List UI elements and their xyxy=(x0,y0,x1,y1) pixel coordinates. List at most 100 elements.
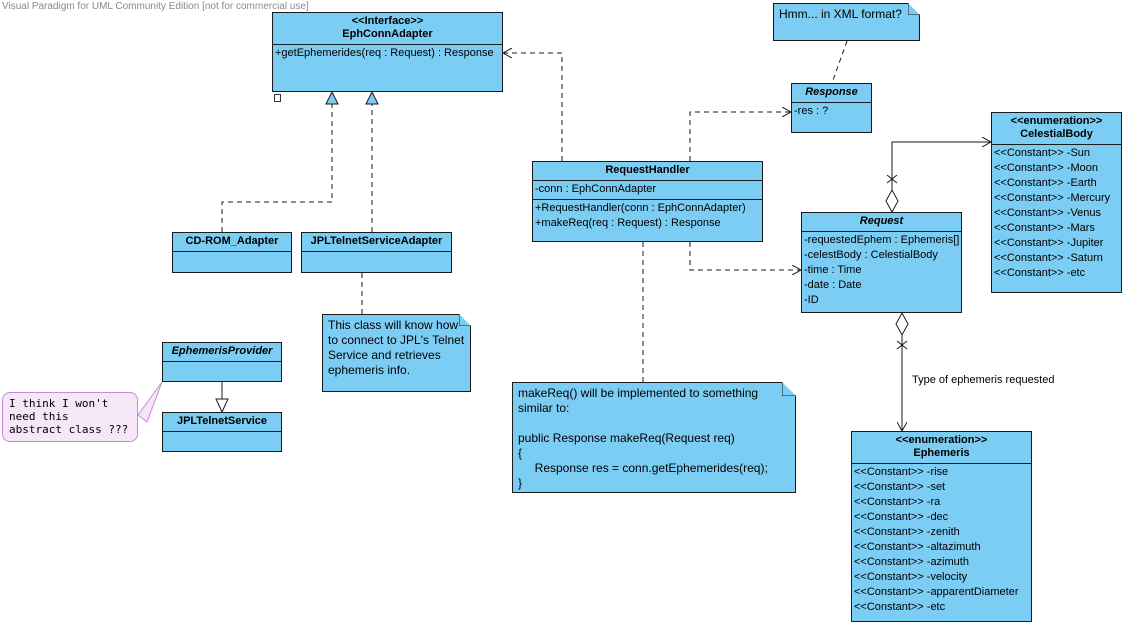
enum-literal: <<Constant>> -zenith xyxy=(854,526,960,538)
enum-literal: <<Constant>> -rise xyxy=(854,466,949,478)
enum-literal: <<Constant>> -apparentDiameter xyxy=(854,586,1019,598)
class-response[interactable]: Response -res : ? xyxy=(791,83,872,133)
note-fold-icon xyxy=(782,382,796,396)
attribute: -requestedEphem : Ephemeris[] xyxy=(804,234,960,246)
class-name: JPLTelnetServiceAdapter xyxy=(310,235,443,247)
class-header: EphemerisProvider xyxy=(163,343,281,362)
enum-literal: <<Constant>> -azimuth xyxy=(854,556,969,568)
stereotype-label: <<enumeration>> xyxy=(1010,115,1103,127)
class-name: Request xyxy=(859,215,904,227)
generalization-arrowhead xyxy=(215,398,229,414)
non-navigable-x-celestialbody xyxy=(886,174,898,184)
attribute: -date : Date xyxy=(804,279,862,291)
note-line xyxy=(518,416,790,431)
comment-bubble[interactable]: I think I won't need this abstract class… xyxy=(2,392,138,442)
literals-section: <<Constant>> -rise <<Constant>> -set <<C… xyxy=(852,464,1031,617)
attribute: -ID xyxy=(804,294,819,306)
class-requesthandler[interactable]: RequestHandler -conn : EphConnAdapter +R… xyxy=(532,161,763,242)
enum-literal: <<Constant>> -velocity xyxy=(854,571,968,583)
note-line: { xyxy=(518,446,523,460)
interface-marker-icon xyxy=(274,94,281,102)
class-ephemerisprovider[interactable]: EphemerisProvider xyxy=(162,342,282,382)
class-jpltelnetservice[interactable]: JPLTelnetService xyxy=(162,412,282,452)
class-celestialbody[interactable]: <<enumeration>> CelestialBody <<Constant… xyxy=(991,112,1122,293)
association-label-ephemeris: Type of ephemeris requested xyxy=(912,374,1055,386)
class-header: Request xyxy=(802,213,961,232)
class-header: JPLTelnetServiceAdapter xyxy=(302,233,451,252)
aggregation-diamond-ephemeris xyxy=(895,311,909,337)
note-line: Response res = conn.getEphemerides(req); xyxy=(518,461,768,475)
note-line: Service and retrieves xyxy=(328,348,441,362)
enum-literal: <<Constant>> -dec xyxy=(854,511,949,523)
class-name: RequestHandler xyxy=(605,164,690,176)
class-header: <<Interface>> EphConnAdapter xyxy=(273,13,502,45)
note-line: Hmm... in XML format? xyxy=(779,7,902,21)
note-line: similar to: xyxy=(518,401,570,415)
class-name: EphemerisProvider xyxy=(171,345,273,357)
dependency-requesthandler-request xyxy=(689,242,801,270)
class-request[interactable]: Request -requestedEphem : Ephemeris[] -c… xyxy=(801,212,962,313)
class-jpltelnetserviceadapter[interactable]: JPLTelnetServiceAdapter xyxy=(301,232,452,273)
enum-literal: <<Constant>> -etc xyxy=(994,267,1086,279)
class-name: Ephemeris xyxy=(913,447,970,459)
aggregation-diamond-celestialbody xyxy=(885,188,899,214)
class-name: CelestialBody xyxy=(1020,128,1093,140)
note-makereq[interactable]: makeReq() will be implemented to somethi… xyxy=(512,382,796,493)
note-telnet-adapter[interactable]: This class will know how to connect to J… xyxy=(322,314,471,392)
bubble-line: need this xyxy=(9,410,69,423)
enum-literal: <<Constant>> -etc xyxy=(854,601,946,613)
note-line: This class will know how xyxy=(328,318,459,332)
literals-section: <<Constant>> -Sun <<Constant>> -Moon <<C… xyxy=(992,145,1121,283)
class-name: CD-ROM_Adapter xyxy=(185,235,279,247)
operations-section: +RequestHandler(conn : EphConnAdapter) +… xyxy=(533,200,762,233)
attribute: -conn : EphConnAdapter xyxy=(535,183,657,195)
class-ephconnadapter[interactable]: <<Interface>> EphConnAdapter +getEphemer… xyxy=(272,12,503,92)
operation: +makeReq(req : Request) : Response xyxy=(535,217,721,229)
realization-arrowhead-cdrom xyxy=(325,90,339,105)
enum-literal: <<Constant>> -Saturn xyxy=(994,252,1103,264)
class-cdrom-adapter[interactable]: CD-ROM_Adapter xyxy=(172,232,292,273)
dependency-requesthandler-ephconnadapter xyxy=(503,53,563,161)
operation: +getEphemerides(req : Request) : Respons… xyxy=(275,47,494,59)
realization-arrowhead-jpltelnetadapter xyxy=(365,90,379,105)
enum-literal: <<Constant>> -Mercury xyxy=(994,192,1111,204)
attribute: -time : Time xyxy=(804,264,862,276)
attribute: -res : ? xyxy=(794,105,829,117)
class-ephemeris[interactable]: <<enumeration>> Ephemeris <<Constant>> -… xyxy=(851,431,1032,622)
note-xml-format[interactable]: Hmm... in XML format? xyxy=(773,3,920,41)
note-line: public Response makeReq(Request req) xyxy=(518,431,735,445)
stereotype-label: <<Interface>> xyxy=(351,15,424,27)
enum-literal: <<Constant>> -set xyxy=(854,481,946,493)
attributes-section: -requestedEphem : Ephemeris[] -celestBod… xyxy=(802,232,961,310)
enum-literal: <<Constant>> -altazimuth xyxy=(854,541,981,553)
stereotype-label: <<enumeration>> xyxy=(895,434,988,446)
comment-bubble-pointer xyxy=(137,381,163,423)
dependency-requesthandler-response xyxy=(689,112,791,161)
class-name: EphConnAdapter xyxy=(342,28,433,40)
association-request-celestialbody xyxy=(891,142,991,190)
note-line: } xyxy=(518,476,523,490)
enum-literal: <<Constant>> -ra xyxy=(854,496,941,508)
attribute: -celestBody : CelestialBody xyxy=(804,249,938,261)
class-header: CD-ROM_Adapter xyxy=(173,233,291,252)
note-line: ephemeris info. xyxy=(328,363,411,377)
note-line: makeReq() will be implemented to somethi… xyxy=(518,386,759,400)
class-header: JPLTelnetService xyxy=(163,413,281,432)
bubble-line: I think I won't xyxy=(9,397,109,410)
operations-section: +getEphemerides(req : Request) : Respons… xyxy=(273,45,502,63)
enum-literal: <<Constant>> -Earth xyxy=(994,177,1097,189)
class-name: JPLTelnetService xyxy=(176,415,268,427)
note-fold-icon xyxy=(908,3,920,15)
bubble-line: abstract class ??? xyxy=(9,423,129,436)
realization-cdrom xyxy=(221,104,333,232)
class-header: RequestHandler xyxy=(533,162,762,181)
enum-literal: <<Constant>> -Venus xyxy=(994,207,1102,219)
class-header: Response xyxy=(792,84,871,103)
watermark: Visual Paradigm for UML Community Editio… xyxy=(2,1,309,12)
enum-literal: <<Constant>> -Jupiter xyxy=(994,237,1104,249)
operation: +RequestHandler(conn : EphConnAdapter) xyxy=(535,202,746,214)
class-name: Response xyxy=(805,86,858,98)
non-navigable-x-ephemeris xyxy=(896,340,908,350)
note-anchor-xml xyxy=(831,40,848,84)
